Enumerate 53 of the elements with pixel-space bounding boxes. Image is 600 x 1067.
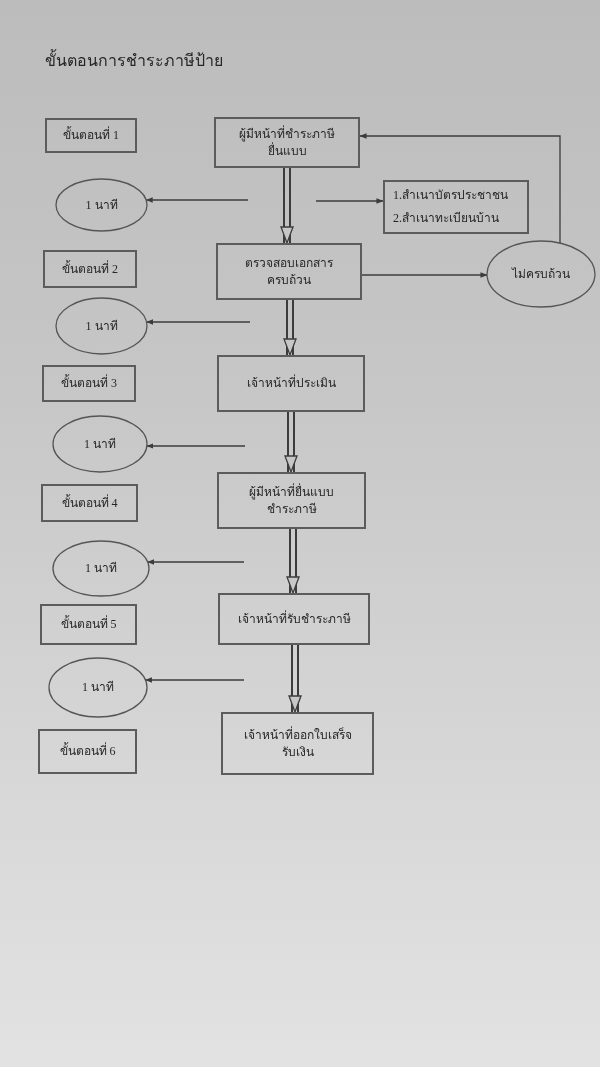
step-label: ขั้นตอนที่ 1 [63,127,119,144]
diagram-title: ขั้นตอนการชำระภาษีป้าย [45,48,223,73]
flow-arrow [288,645,302,713]
step-label: ขั้นตอนที่ 3 [61,375,117,392]
step-box [40,604,137,645]
step-label: ขั้นตอนที่ 2 [62,260,118,278]
document-item: 1.สำเนาบัตรประชาชน [393,187,508,205]
arrow [315,198,384,204]
time-label: 1 นาที [84,435,116,453]
step-box [41,484,138,522]
step-box [38,729,137,774]
arrow [145,319,251,325]
arrow [361,272,488,278]
arrow [145,197,249,203]
process-box [221,712,374,775]
arrow [359,133,561,244]
arrow [146,443,246,449]
step-label: ขั้นตอนที่ 4 [61,494,118,512]
time-label: 1 นาที [82,679,114,696]
step-label: ขั้นตอนที่ 5 [60,616,117,633]
flow-arrow [286,529,300,594]
flow-arrow [283,300,297,356]
process-label: เจ้าหน้าที่รับชำระภาษี [237,610,351,628]
process-label: ตรวจสอบเอกสารครบถ้วน [244,255,334,288]
process-box [217,355,365,412]
time-label: 1 นาที [85,317,118,335]
step-box [43,250,137,288]
document-list-box [383,180,529,234]
process-box [214,117,360,168]
process-label: ผู้มีหน้าที่ยื่นแบบชำระภาษี [248,484,335,517]
time-label: 1 นาที [85,560,117,577]
process-label: เจ้าหน้าที่ออกใบเสร็จรับเงิน [242,727,353,760]
time-ellipse [55,178,148,232]
flow-arrow [280,168,294,244]
process-label: ผู้มีหน้าที่ชำระภาษียื่นแบบ [238,126,336,159]
time-ellipse [55,297,148,355]
time-label: 1 นาที [85,196,118,214]
flow-arrow [284,412,298,473]
process-box [216,243,362,300]
document-item: 2.สำเนาทะเบียนบ้าน [393,210,499,227]
process-box [217,472,366,529]
step-box [45,118,137,153]
step-label: ขั้นตอนที่ 6 [59,743,116,760]
process-label: เจ้าหน้าที่ประเมิน [246,375,336,392]
time-ellipse [48,657,148,718]
time-ellipse [52,540,150,597]
step-box [42,365,136,402]
arrow [144,677,245,683]
time-ellipse [52,415,148,473]
process-box [218,593,370,645]
arrow [147,559,245,565]
status-ellipse [486,240,596,308]
status-label: ไม่ครบถ้วน [512,265,570,283]
